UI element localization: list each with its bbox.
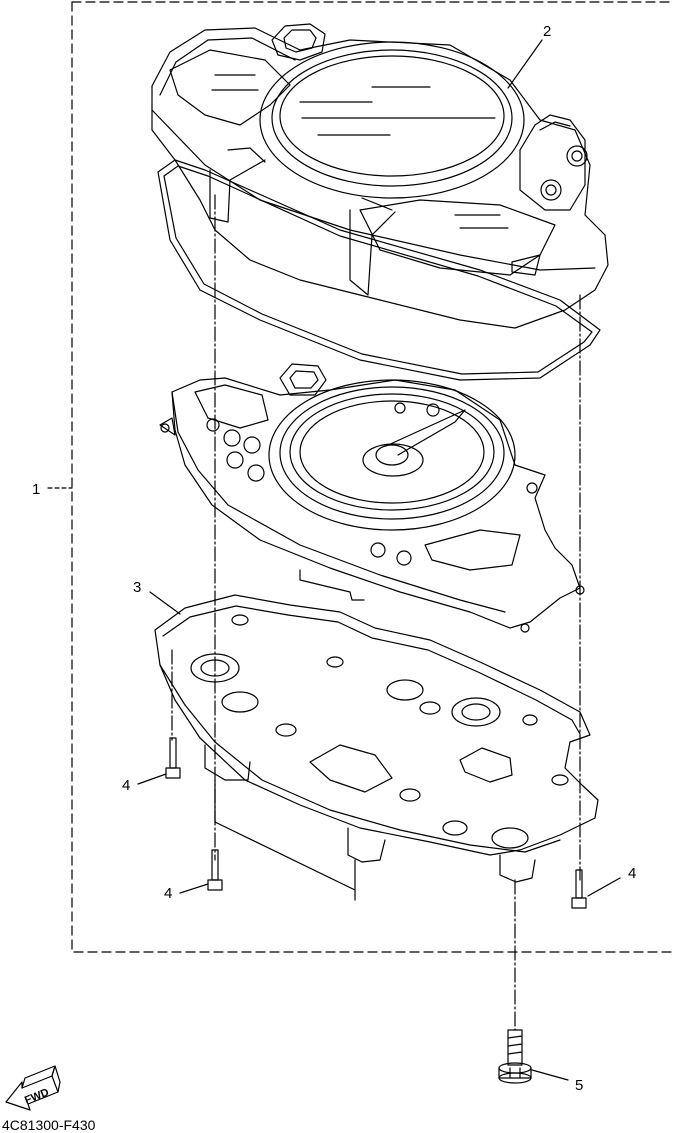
alignment-centerlines	[171, 194, 581, 1031]
callout-5-leader	[531, 1069, 569, 1081]
meter-unit	[159, 363, 585, 633]
callout-4-lower-left: 4	[164, 885, 172, 902]
callout-5: 5	[575, 1077, 583, 1094]
callout-4-right: 4	[628, 865, 636, 882]
callout-3: 3	[133, 579, 141, 596]
callout-2: 2	[543, 23, 551, 40]
lower-case	[154, 594, 599, 901]
callout-4-leader-a	[137, 773, 167, 785]
forward-arrow-icon: FWD	[5, 1065, 61, 1111]
screw-left-upper	[165, 737, 181, 779]
screw-left-lower	[207, 849, 223, 891]
meter-cover	[151, 23, 609, 381]
callout-2-leader	[507, 39, 543, 89]
flange-bolt	[498, 1029, 532, 1084]
callout-3-leader	[149, 591, 181, 615]
screw-right	[571, 869, 587, 909]
callout-4-upper-left: 4	[122, 777, 130, 794]
callout-4-leader-c	[587, 877, 621, 897]
diagram-code: 4C81300-F430	[2, 1117, 96, 1133]
callout-4-leader-b	[179, 883, 209, 894]
assembly-boundary	[71, 1, 673, 953]
callout-1: 1	[32, 481, 40, 498]
